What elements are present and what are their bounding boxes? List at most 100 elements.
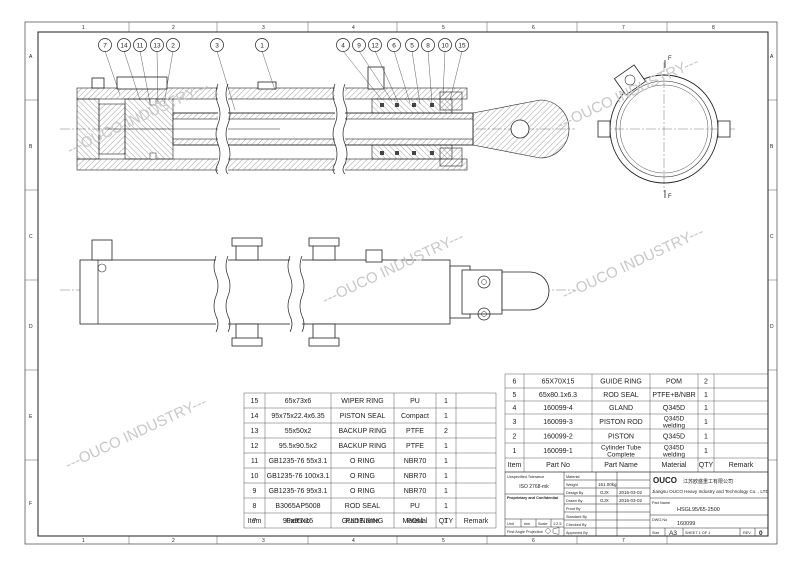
bom-cell-name: PISTON SEAL (340, 413, 386, 420)
balloon-label: 6 (392, 43, 396, 50)
balloon-label: 2 (171, 43, 175, 50)
balloon: 6 (387, 38, 401, 52)
end-view: F F (597, 56, 735, 200)
balloon-label: 8 (426, 43, 430, 50)
col-label: 8 (712, 25, 715, 31)
bom-cell-qty: 2 (444, 428, 448, 435)
balloon: 15 (455, 38, 469, 52)
bom-cell-part-no: 160099-2 (543, 434, 573, 441)
bom-cell-material: PTFE (406, 443, 424, 450)
bom-cell-name: O RING (350, 488, 375, 495)
bom-cell-name: GUIDE RING (600, 379, 642, 386)
bom-cell-material: PTFE+B/NBR (652, 392, 695, 399)
bom-cell-qty: 1 (444, 488, 448, 495)
tolerance-label: Unspecified Tolerance (507, 475, 544, 479)
bom-cell-qty: 1 (704, 434, 708, 441)
col-label: 2 (172, 538, 175, 544)
balloon: 8 (421, 38, 435, 52)
bom-cell-part-no: 65X70X15 (542, 379, 575, 386)
balloon-label: 5 (410, 43, 414, 50)
projection-label: First Angle Projection (507, 530, 543, 534)
bom-cell-name: O RING (350, 473, 375, 480)
bom-cell-part-no: B3065AP5008 (275, 503, 320, 510)
bom-cell-part-no: 160099-1 (543, 448, 573, 455)
bom-cell-qty: 1 (444, 398, 448, 405)
cut-label-top: F (668, 56, 672, 62)
balloon: 1 (255, 38, 269, 52)
bom-cell-qty: 2 (704, 379, 708, 386)
bom-cell-part-no: 55x50x2 (285, 428, 312, 435)
scale-label: Scale (538, 522, 548, 526)
header-remark: Remark (464, 518, 489, 525)
row-label: F (29, 501, 32, 507)
balloon-label: 12 (371, 43, 379, 50)
bom-cell-material: Compact (401, 413, 429, 420)
col-label: 3 (262, 25, 265, 31)
bom-cell-qty: 1 (444, 503, 448, 510)
balloon-label: 11 (137, 43, 144, 50)
bom-cell-item: 13 (251, 428, 259, 435)
inner-border (37, 31, 769, 537)
bom-cell-material: POM (666, 379, 682, 386)
outer-border (24, 21, 778, 545)
bom-cell-material: Q345D (664, 416, 685, 423)
row-label: A (29, 54, 33, 60)
header-part-name: Part Name (346, 518, 380, 525)
row-label: B (770, 144, 774, 150)
bom-cell-material: PTFE (406, 428, 424, 435)
balloon: 7 (98, 38, 112, 52)
balloon-label: 3 (215, 43, 219, 50)
bom-cell-item: 6 (513, 379, 517, 386)
dwg-label: DWG.No (652, 518, 667, 522)
bom-cell-material: NBR70 (404, 488, 427, 495)
watermark-text: ---OUCO INDUSTRY--- (555, 53, 702, 134)
watermark-text: ---OUCO INDUSTRY--- (63, 393, 210, 474)
cut-label-bottom: F (668, 194, 672, 200)
bom-cell-part-no: 90x95x15 (283, 518, 313, 525)
bom-cell-material: Q345D (663, 405, 685, 412)
row-label: C (770, 234, 774, 240)
col-label: 5 (442, 25, 445, 31)
balloon-label: 7 (103, 43, 107, 50)
unit-value: mm (524, 522, 530, 526)
row-label: D (29, 324, 33, 330)
dwg-number: 160099 (677, 521, 695, 527)
column-labels-bottom: 1 2 3 4 5 6 7 (82, 538, 625, 544)
bom-cell-name: Complete (607, 452, 635, 459)
drawn-date: 2016-03-02 (619, 498, 643, 503)
col-label: 2 (172, 25, 175, 31)
balloon: 11 (133, 38, 147, 52)
bom-cell-part-no: GB1235-76 55x3.1 (269, 458, 328, 465)
bom-cell-qty: 1 (704, 419, 708, 426)
company-name-cn: 江苏欧盛重工有限公司 (683, 478, 733, 485)
bom-cell-name: WIPER RING (341, 398, 383, 405)
row-label: A (770, 54, 774, 60)
col-label: 4 (352, 538, 355, 544)
balloon: 12 (368, 38, 382, 52)
projection-symbol (545, 527, 560, 535)
sheet-text: SHEET 1 OF 1 (685, 531, 710, 535)
column-labels-top: 1 2 3 4 5 6 7 8 (82, 25, 715, 31)
scale-value: 1:2.5 (553, 522, 561, 526)
part-name-label: Part Name (652, 501, 670, 505)
bom-cell-qty: 1 (444, 518, 448, 525)
balloon: 3 (210, 38, 224, 52)
bom-cell-part-no: 160099-3 (543, 419, 573, 426)
part-name-value: HSGL95/65-2500 (677, 507, 720, 513)
approved-label: Approved By (566, 531, 588, 535)
bom-cell-qty: 1 (444, 443, 448, 450)
weight-label: Weight (566, 483, 579, 487)
design-label: Design By (566, 491, 583, 495)
drawn-label: Drawn By (566, 499, 583, 503)
col-label: 7 (622, 25, 625, 31)
bom-cell-item: 9 (253, 488, 257, 495)
bom-cell-item: 12 (251, 443, 259, 450)
proof-label: Proof By (566, 507, 581, 511)
